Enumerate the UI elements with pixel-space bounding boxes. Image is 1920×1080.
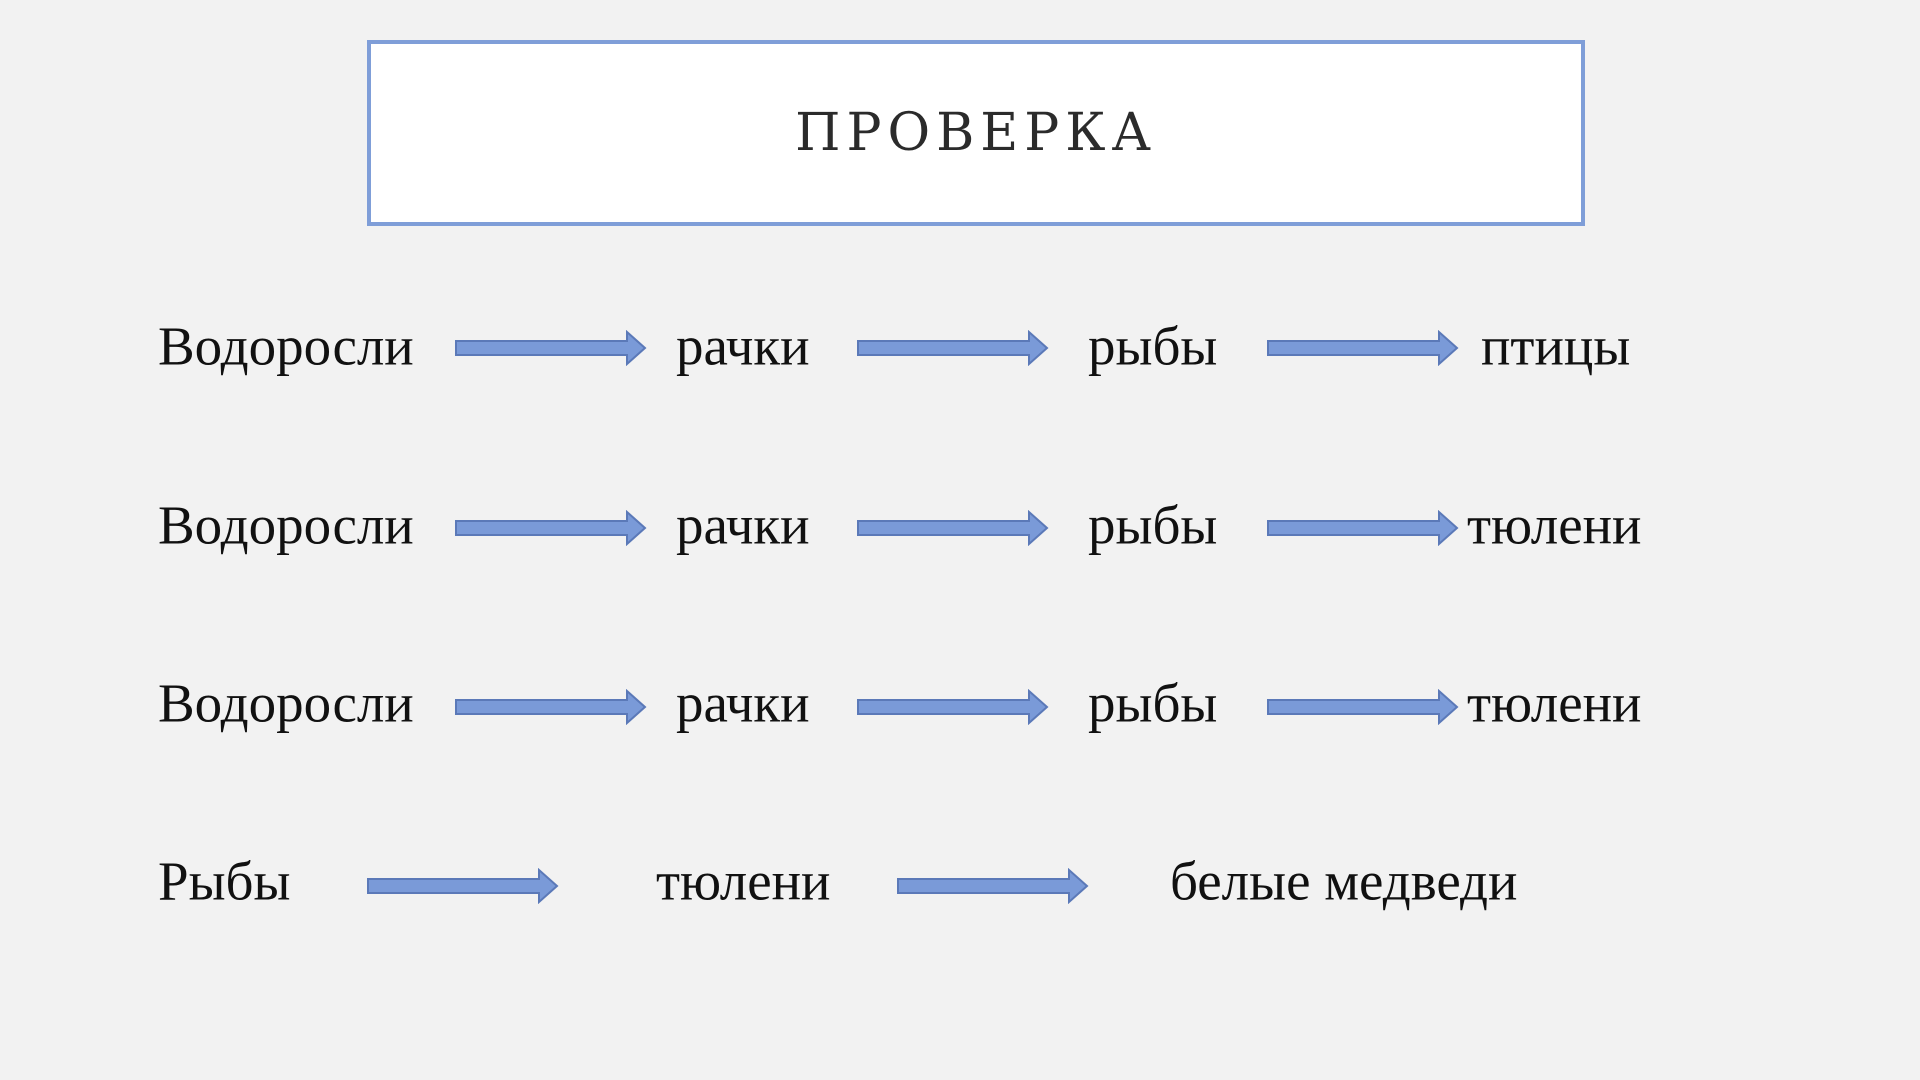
right-arrow-icon — [1267, 330, 1459, 366]
right-arrow-icon — [857, 510, 1049, 546]
chain-4-item-3: белые медведи — [1170, 850, 1518, 912]
right-arrow-icon — [857, 689, 1049, 725]
chain-1-item-4: птицы — [1481, 315, 1631, 377]
title-box: ПРОВЕРКА — [367, 40, 1585, 226]
right-arrow-icon — [455, 689, 647, 725]
right-arrow-icon — [455, 510, 647, 546]
chain-1-item-1: Водоросли — [158, 315, 414, 377]
chain-1-item-2: рачки — [676, 315, 810, 377]
right-arrow-icon — [1267, 689, 1459, 725]
chain-3-item-3: рыбы — [1088, 672, 1218, 734]
chain-2-item-1: Водоросли — [158, 494, 414, 556]
chain-3-item-4: тюлени — [1467, 672, 1642, 734]
chain-2-item-2: рачки — [676, 494, 810, 556]
slide-title: ПРОВЕРКА — [795, 103, 1157, 163]
right-arrow-icon — [897, 868, 1089, 904]
chain-2-item-3: рыбы — [1088, 494, 1218, 556]
chain-4-item-1: Рыбы — [158, 850, 291, 912]
chain-4-item-2: тюлени — [656, 850, 831, 912]
chain-1-item-3: рыбы — [1088, 315, 1218, 377]
right-arrow-icon — [857, 330, 1049, 366]
chain-3-item-2: рачки — [676, 672, 810, 734]
chain-2-item-4: тюлени — [1467, 494, 1642, 556]
chain-3-item-1: Водоросли — [158, 672, 414, 734]
right-arrow-icon — [1267, 510, 1459, 546]
right-arrow-icon — [367, 868, 559, 904]
right-arrow-icon — [455, 330, 647, 366]
